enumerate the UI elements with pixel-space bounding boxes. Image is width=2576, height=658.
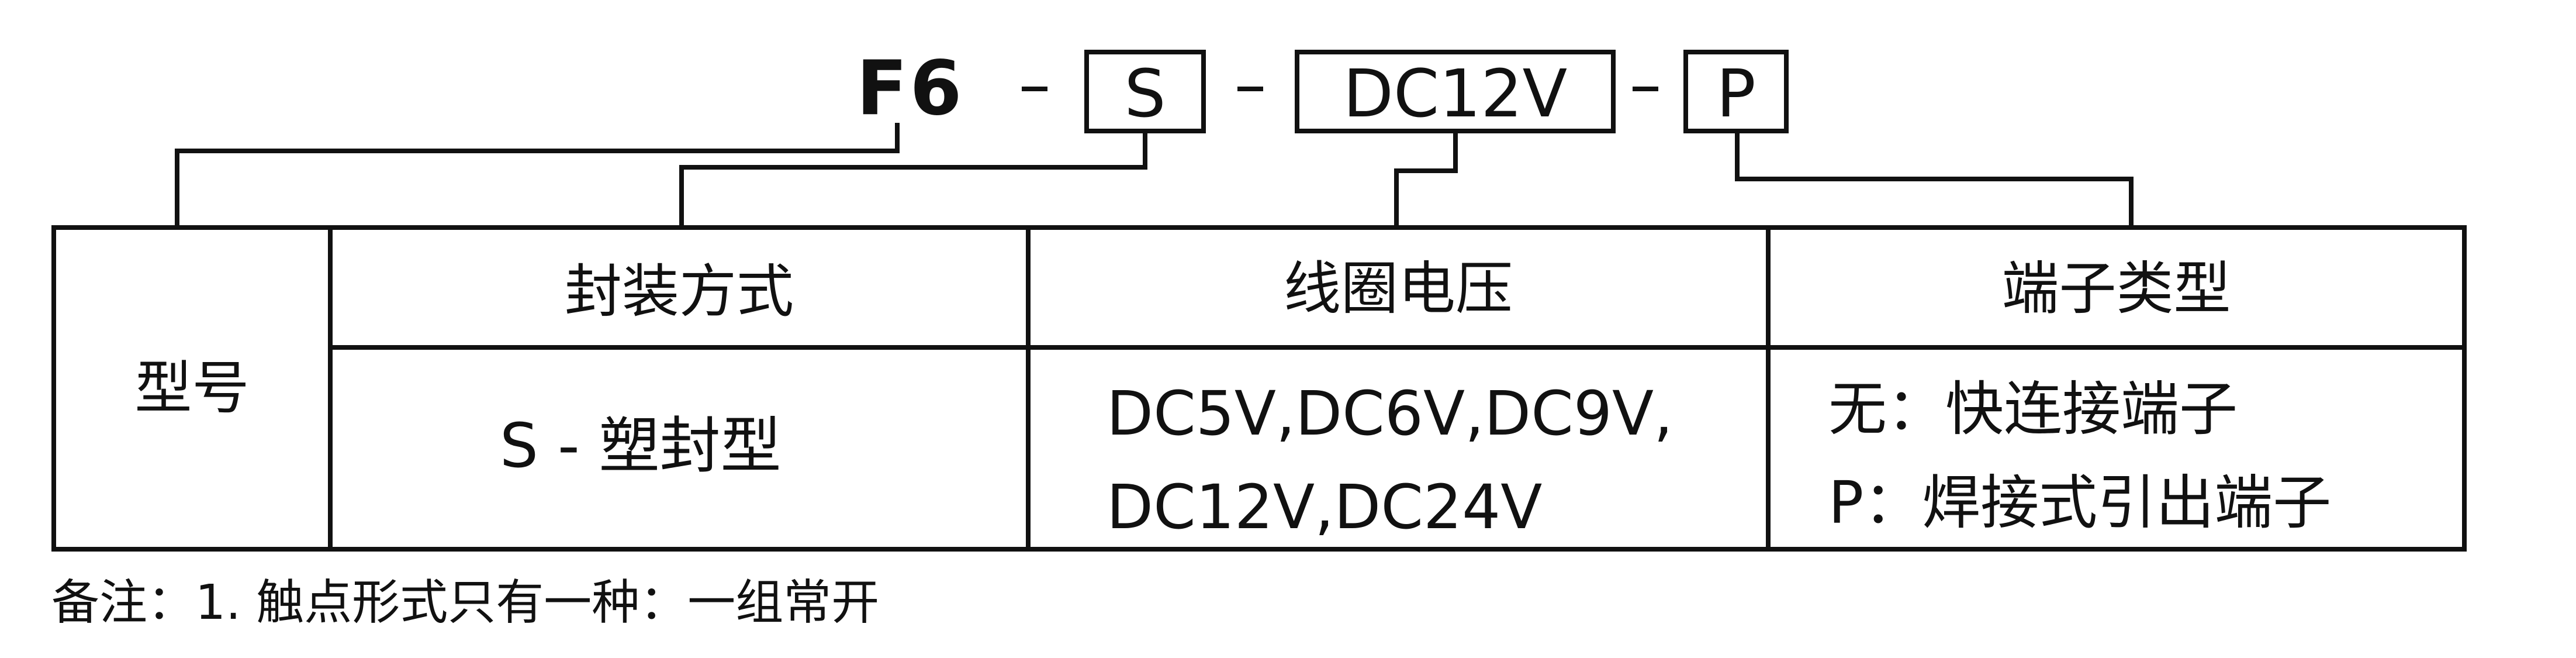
separator-dash-1 (1022, 87, 1047, 91)
terminal-value-line-1: 无：快连接端子 (1828, 375, 2238, 443)
voltage-code-box: DC12V (1295, 50, 1616, 133)
connector-voltage-v2 (1394, 168, 1399, 228)
connector-terminal-v2 (2129, 177, 2134, 228)
separator-dash-3 (1633, 87, 1658, 91)
terminal-value-line-2: P：焊接式引出端子 (1828, 468, 2332, 537)
table-header-separator (328, 345, 2467, 350)
spec-table (51, 225, 2467, 552)
footnote: 备注：1. 触点形式只有一种：一组常开 (51, 575, 880, 631)
header-package: 封装方式 (564, 259, 794, 325)
connector-package-v1 (1143, 131, 1147, 170)
terminal-code: P (1716, 56, 1756, 132)
table-divider-2 (1026, 225, 1031, 552)
table-divider-3 (1766, 225, 1771, 552)
table-divider-1 (328, 225, 333, 552)
connector-terminal-v1 (1735, 131, 1740, 181)
voltage-value-line-1: DC5V,DC6V,DC9V, (1107, 378, 1673, 449)
terminal-code-box: P (1683, 50, 1789, 133)
model-label: 型号 (134, 355, 250, 422)
code-prefix: F6 (856, 45, 964, 132)
connector-package-h (679, 165, 1147, 170)
connector-model-v2 (175, 149, 179, 228)
connector-model-v1 (895, 123, 900, 153)
connector-package-v2 (679, 165, 684, 228)
header-voltage: 线圈电压 (1283, 256, 1513, 322)
package-code-box: S (1084, 50, 1206, 133)
connector-terminal-h (1735, 177, 2134, 181)
connector-model-h (175, 149, 900, 153)
package-code: S (1124, 56, 1166, 132)
voltage-code: DC12V (1343, 56, 1568, 132)
connector-voltage-v1 (1453, 131, 1458, 173)
voltage-value-line-2: DC12V,DC24V (1107, 471, 1543, 543)
header-terminal: 端子类型 (2001, 256, 2231, 322)
connector-voltage-h (1394, 168, 1458, 173)
separator-dash-2 (1237, 87, 1263, 91)
package-value: S - 塑封型 (500, 410, 782, 481)
